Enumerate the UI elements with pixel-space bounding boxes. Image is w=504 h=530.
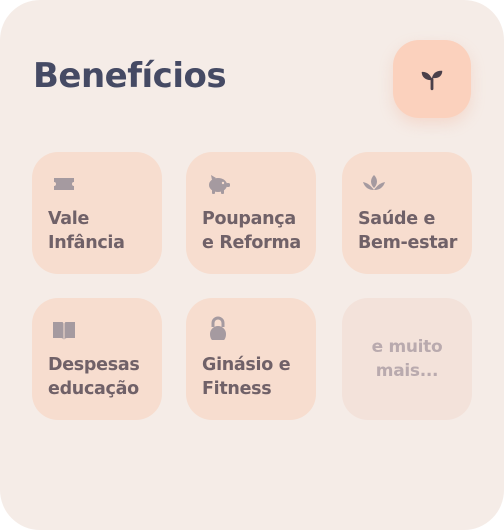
sprout-badge[interactable]: [393, 40, 471, 118]
benefit-tile-poupanca-reforma[interactable]: Poupança e Reforma: [186, 152, 316, 274]
benefit-label: Poupança e Reforma: [202, 209, 301, 253]
piggy-bank-icon: [209, 175, 230, 194]
benefit-tile-more[interactable]: e muito mais...: [342, 298, 472, 420]
lotus-icon: [363, 175, 385, 190]
benefit-tile-vale-infancia[interactable]: Vale Infância: [32, 152, 162, 274]
kettlebell-icon: [210, 316, 226, 340]
more-label: e muito mais...: [371, 337, 443, 381]
ticket-icon: [54, 178, 74, 190]
page-title: Benefícios: [33, 56, 227, 96]
benefit-tile-ginasio-fitness[interactable]: Ginásio e Fitness: [186, 298, 316, 420]
benefit-tile-saude-bem-estar[interactable]: Saúde e Bem-estar: [342, 152, 472, 274]
book-icon: [53, 322, 75, 340]
benefit-label: Ginásio e Fitness: [202, 355, 291, 399]
benefit-tile-despesas-educacao[interactable]: Despesas educação: [32, 298, 162, 420]
sprout-icon: [421, 70, 443, 91]
benefit-label: Despesas educação: [48, 355, 140, 399]
benefit-label: Vale Infância: [48, 209, 125, 253]
benefit-label: Saúde e Bem-estar: [358, 209, 458, 253]
